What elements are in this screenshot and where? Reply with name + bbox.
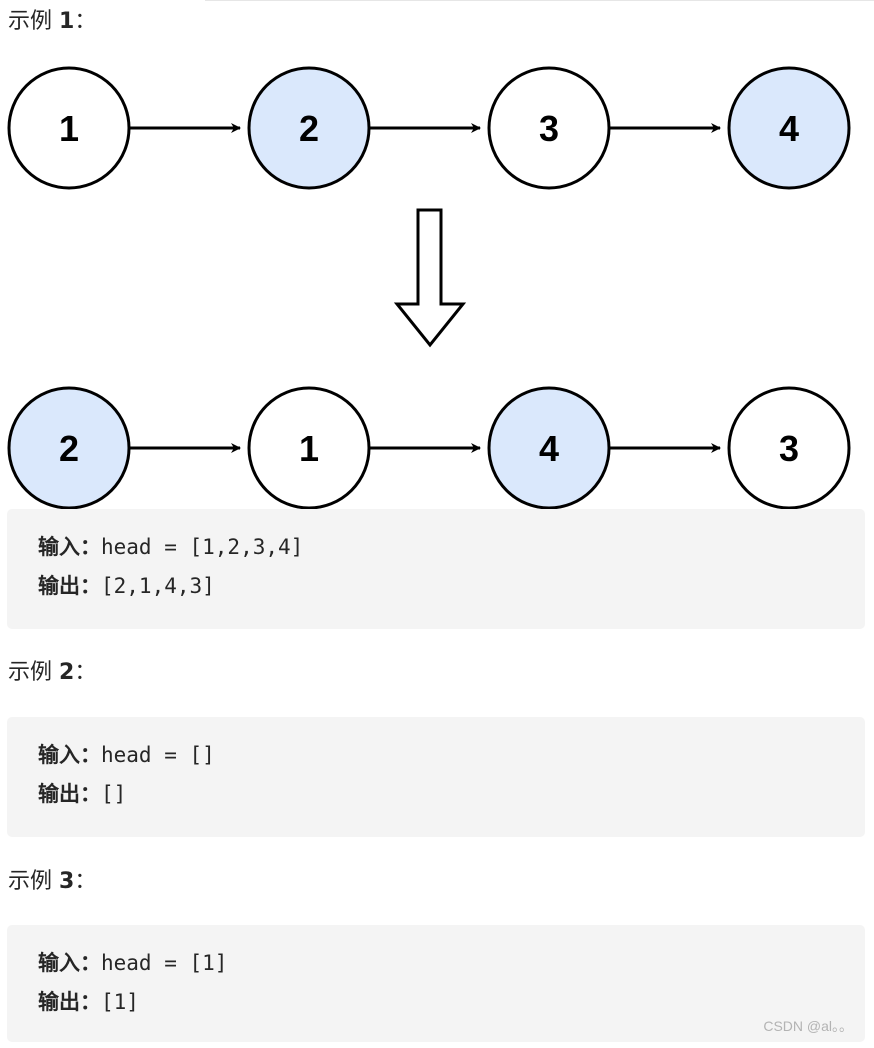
example-1-heading-number: 1 bbox=[59, 9, 75, 34]
after-node-2: 1 bbox=[247, 386, 371, 510]
example-3-input-line: 输入：head = [1] bbox=[38, 949, 227, 977]
example-1-heading: 示例 1： bbox=[8, 8, 96, 36]
before-node-1: 1 bbox=[7, 66, 131, 190]
example-3-output-line: 输出：[1] bbox=[38, 988, 139, 1016]
example-1-heading-colon: ： bbox=[74, 9, 97, 34]
example-3-input-value: head = [1] bbox=[101, 951, 228, 975]
after-node-3: 4 bbox=[487, 386, 611, 510]
csdn-watermark: CSDN @al。。 bbox=[763, 1018, 853, 1034]
example-1-output-label: 输出： bbox=[38, 574, 101, 598]
after-node-4-value: 3 bbox=[779, 428, 799, 469]
example-3-heading-word: 示例 bbox=[8, 869, 53, 894]
after-node-2-value: 1 bbox=[299, 428, 319, 469]
example-2-heading-number: 2 bbox=[59, 660, 75, 685]
linked-list-diagram: 1 2 3 4 2 1 4 bbox=[0, 60, 874, 510]
transform-down-arrow-icon bbox=[393, 208, 467, 348]
before-node-4: 4 bbox=[727, 66, 851, 190]
before-node-2-value: 2 bbox=[299, 108, 319, 149]
example-3-heading-colon: ： bbox=[74, 869, 97, 894]
example-2-input-line: 输入：head = [] bbox=[38, 741, 215, 769]
example-3-output-value: [1] bbox=[101, 990, 139, 1014]
example-3-heading-number: 3 bbox=[59, 869, 75, 894]
example-3-heading: 示例 3： bbox=[8, 868, 96, 896]
example-3-code-block: 输入：head = [1] 输出：[1] CSDN @al。。 bbox=[7, 925, 865, 1042]
example-2-input-label: 输入： bbox=[38, 743, 101, 767]
example-1-output-value: [2,1,4,3] bbox=[101, 574, 215, 598]
after-node-1-value: 2 bbox=[59, 428, 79, 469]
after-node-4: 3 bbox=[727, 386, 851, 510]
example-2-heading: 示例 2： bbox=[8, 659, 96, 687]
example-2-code-block: 输入：head = [] 输出：[] bbox=[7, 717, 865, 837]
example-1-input-line: 输入：head = [1,2,3,4] bbox=[38, 533, 303, 561]
example-1-output-line: 输出：[2,1,4,3] bbox=[38, 572, 215, 600]
before-node-3: 3 bbox=[487, 66, 611, 190]
after-node-1: 2 bbox=[7, 386, 131, 510]
example-1-heading-word: 示例 bbox=[8, 9, 53, 34]
example-1-input-value: head = [1,2,3,4] bbox=[101, 535, 304, 559]
example-2-output-line: 输出：[] bbox=[38, 780, 126, 808]
example-3-input-label: 输入： bbox=[38, 951, 101, 975]
before-node-2: 2 bbox=[247, 66, 371, 190]
example-2-heading-colon: ： bbox=[74, 660, 97, 685]
example-3-output-label: 输出： bbox=[38, 990, 101, 1014]
example-1-input-label: 输入： bbox=[38, 535, 101, 559]
example-2-output-value: [] bbox=[101, 782, 127, 806]
before-node-1-value: 1 bbox=[59, 108, 79, 149]
before-node-4-value: 4 bbox=[779, 108, 799, 149]
example-1-code-block: 输入：head = [1,2,3,4] 输出：[2,1,4,3] bbox=[7, 509, 865, 629]
example-2-heading-word: 示例 bbox=[8, 660, 53, 685]
example-2-output-label: 输出： bbox=[38, 782, 101, 806]
before-node-3-value: 3 bbox=[539, 108, 559, 149]
top-divider bbox=[205, 0, 874, 1]
example-2-input-value: head = [] bbox=[101, 743, 215, 767]
after-node-3-value: 4 bbox=[539, 428, 559, 469]
